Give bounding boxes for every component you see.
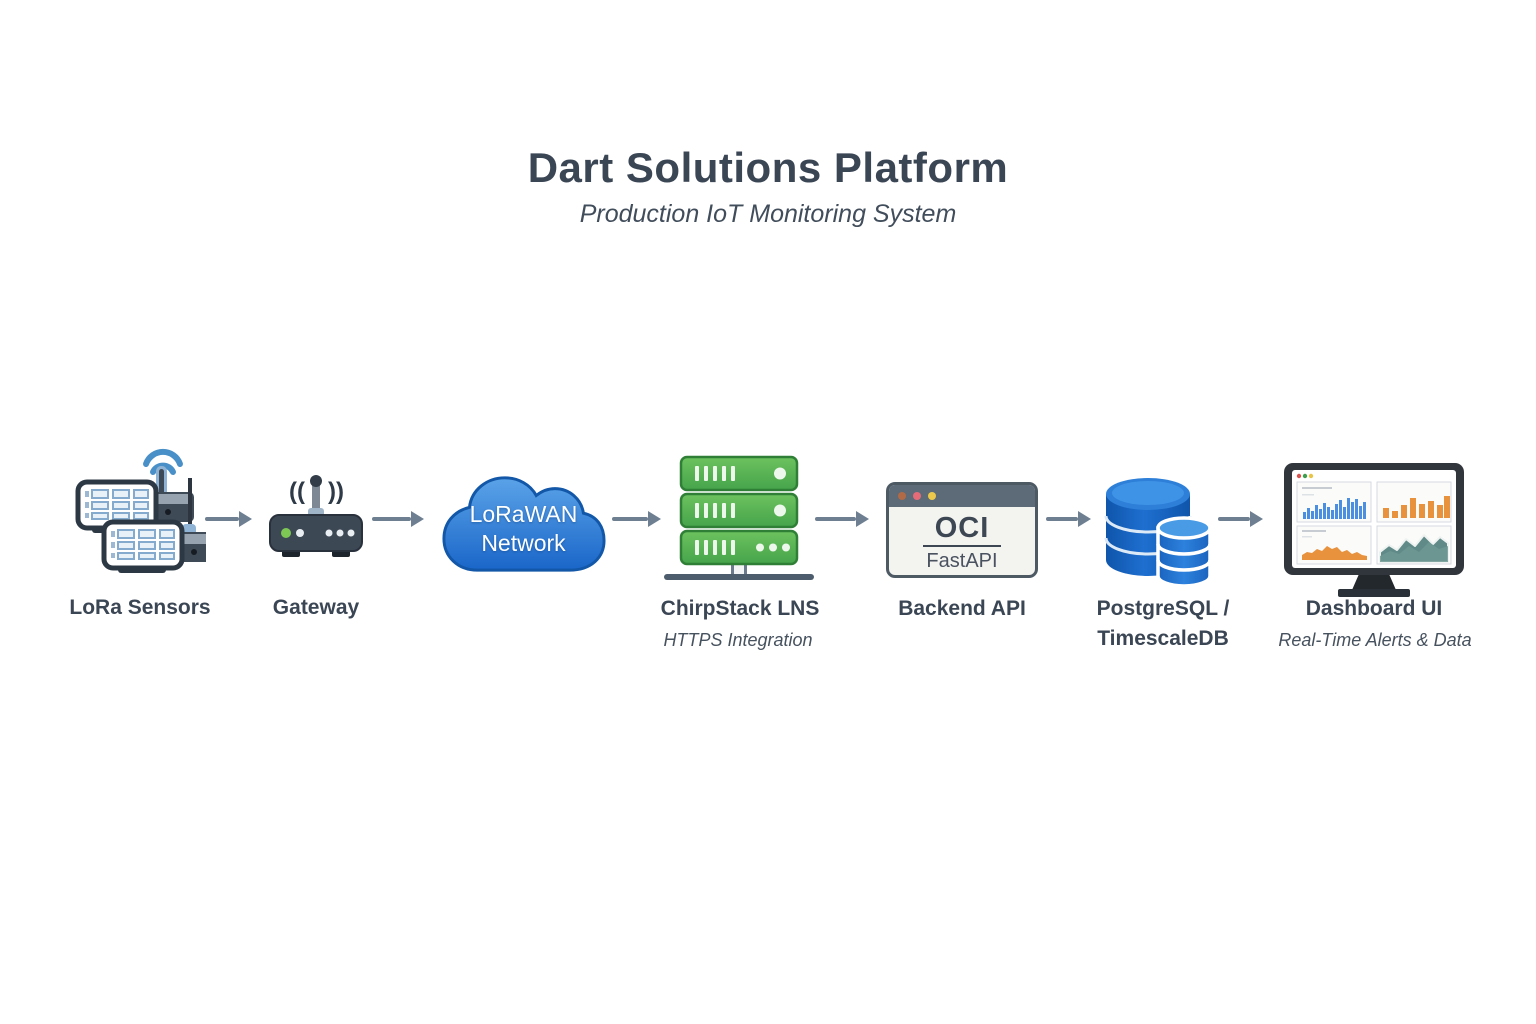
database-cylinders-icon (1104, 478, 1212, 588)
flow-arrow-6 (1218, 511, 1263, 527)
flow-arrow-2 (372, 511, 424, 527)
lorawan-cloud-icon (442, 476, 606, 572)
page-subtitle: Production IoT Monitoring System (579, 200, 957, 228)
lorawan-line1: LoRaWAN (469, 501, 578, 527)
page-title: Dart Solutions Platform (527, 144, 1009, 191)
dashboard-label: Dashboard UI (1305, 597, 1443, 620)
chirpstack-sublabel: HTTPS Integration (663, 630, 813, 650)
dashboard-monitor-icon (1284, 463, 1464, 597)
backend-api-label: Backend API (898, 597, 1026, 620)
window-dot-icon (898, 492, 906, 500)
window-titlebar (889, 485, 1035, 507)
chirpstack-label: ChirpStack LNS (660, 597, 820, 620)
lora-sensors-label: LoRa Sensors (69, 596, 211, 619)
bar-chart-orange-icon (1376, 481, 1452, 523)
area-chart-orange-icon (1296, 525, 1372, 565)
window-dot-icon (928, 492, 936, 500)
lorawan-line2: Network (481, 530, 566, 556)
lora-sensors-icon (75, 448, 206, 573)
flow-arrow-1 (205, 511, 252, 527)
flow-arrow-3 (612, 511, 661, 527)
flow-arrow-4 (815, 511, 869, 527)
backend-oci-text: OCI (934, 512, 990, 544)
database-small-cylinder (1156, 516, 1212, 588)
backend-api-window-icon: OCI FastAPI (886, 482, 1038, 578)
sensor-device (75, 466, 194, 533)
backend-fastapi-text: FastAPI (926, 550, 998, 572)
database-label-line2: TimescaleDB (1097, 627, 1229, 650)
signal-waves-icon (143, 448, 183, 475)
lorawan-cloud-text: LoRaWAN Network (440, 500, 607, 558)
window-body: OCI FastAPI (889, 507, 1035, 575)
gateway-router-icon: (( )) (269, 475, 363, 557)
window-dot-icon (913, 492, 921, 500)
window-divider (923, 545, 1001, 547)
chirpstack-server-icon (664, 455, 814, 580)
bar-chart-blue-icon (1296, 481, 1372, 523)
area-chart-teal-icon (1376, 525, 1452, 565)
svg-text:((: (( (289, 478, 305, 505)
gateway-label: Gateway (272, 596, 360, 619)
dashboard-sublabel: Real-Time Alerts & Data (1278, 630, 1472, 650)
sensor-device (101, 478, 206, 573)
database-label-line1: PostgreSQL / (1096, 597, 1230, 620)
flow-arrow-5 (1046, 511, 1091, 527)
svg-text:)): )) (328, 478, 344, 505)
